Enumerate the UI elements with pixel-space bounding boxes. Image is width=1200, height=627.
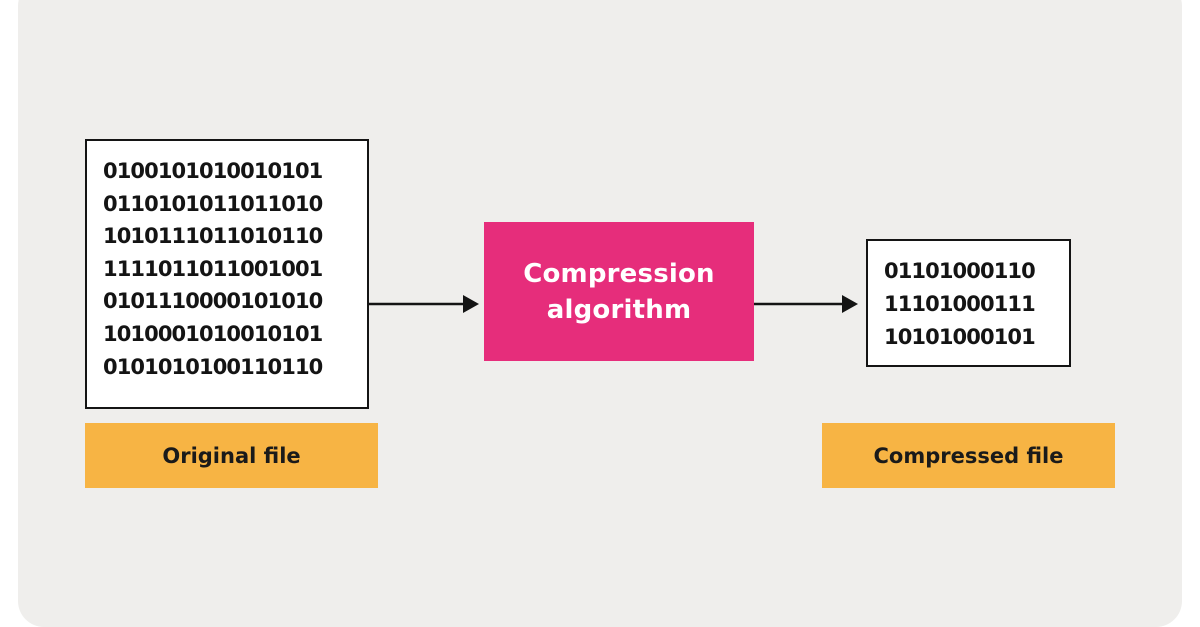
original-bits-line: 1010001010010101 bbox=[103, 321, 323, 346]
compressed-file-box: 01101000110 11101000111 10101000101 bbox=[866, 239, 1071, 367]
original-bits-line: 0100101010010101 bbox=[103, 159, 323, 183]
compressed-bits-line: 10101000101 bbox=[884, 325, 1036, 349]
original-bits-line: 1010111011010110 bbox=[103, 224, 323, 249]
algorithm-title-line2: algorithm bbox=[546, 294, 692, 325]
original-bits-line: 0101010100110110 bbox=[103, 354, 323, 379]
original-file-label-text: Original file bbox=[162, 443, 301, 468]
algorithm-title-line1: Compression bbox=[523, 258, 715, 289]
arrow-to-compressed bbox=[754, 295, 858, 313]
original-bits-line: 1111011011001001 bbox=[103, 256, 323, 281]
original-file-box: 0100101010010101 0110101011011010 101011… bbox=[85, 139, 369, 409]
original-bits-line: 0110101011011010 bbox=[103, 191, 323, 216]
original-file-label: Original file bbox=[85, 423, 378, 488]
arrow-to-algorithm bbox=[369, 295, 479, 313]
compressed-file-label-text: Compressed file bbox=[873, 443, 1064, 468]
compressed-file-label: Compressed file bbox=[822, 423, 1115, 488]
compressed-bits-line: 01101000110 bbox=[884, 259, 1036, 283]
original-bits-line: 0101110000101010 bbox=[103, 289, 323, 314]
compressed-bits-line: 11101000111 bbox=[884, 292, 1036, 316]
compression-algorithm-box: Compression algorithm bbox=[484, 222, 754, 361]
